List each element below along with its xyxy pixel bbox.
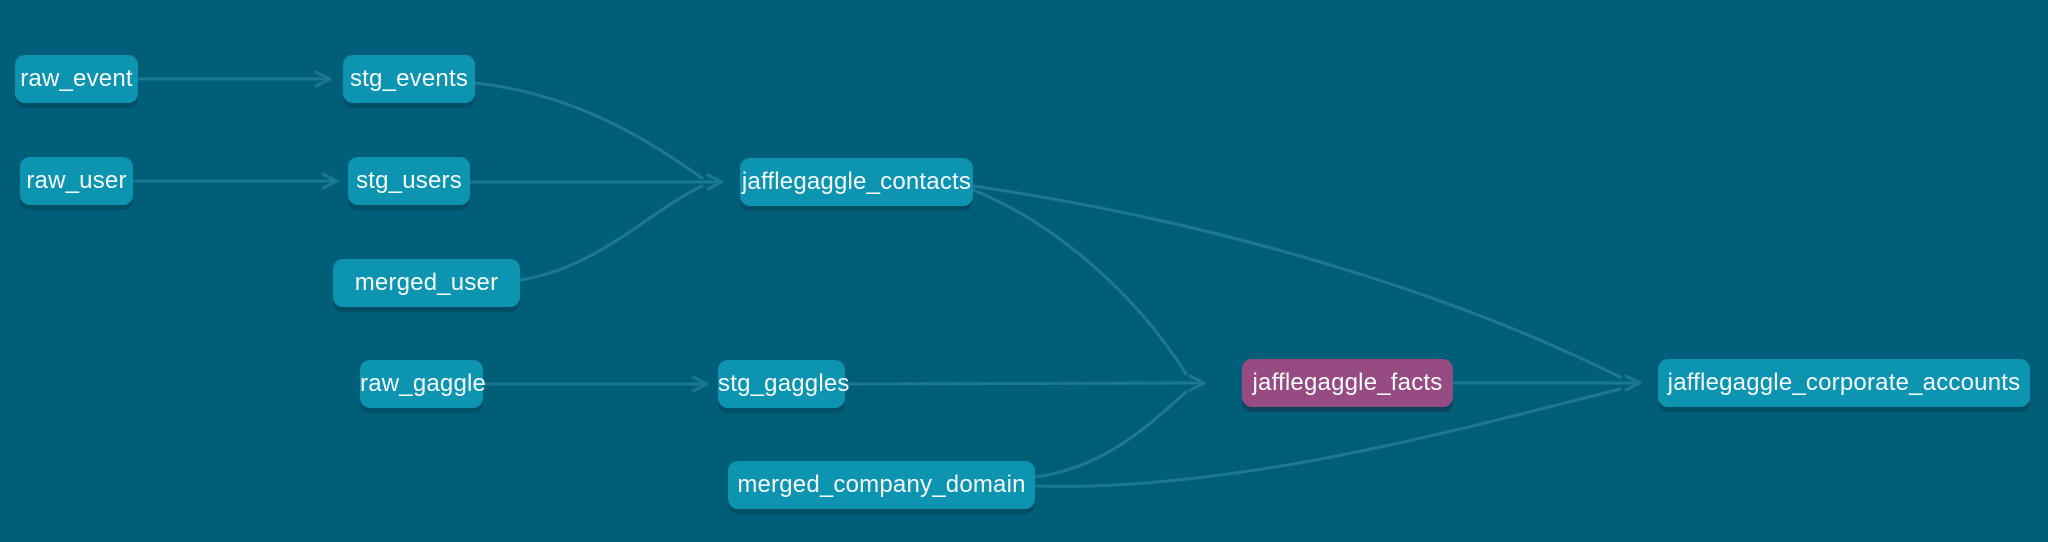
node-jafflegaggle_facts-selected[interactable]: jafflegaggle_facts: [1242, 359, 1453, 407]
node-jafflegaggle_corporate_accounts[interactable]: jafflegaggle_corporate_accounts: [1658, 359, 2030, 407]
node-jafflegaggle_contacts[interactable]: jafflegaggle_contacts: [740, 158, 973, 206]
node-raw_event[interactable]: raw_event: [15, 55, 138, 103]
edge-stg_gaggles-jafflegaggle_facts: [843, 374, 1206, 392]
node-stg_events[interactable]: stg_events: [343, 55, 475, 103]
edge-merged_company_domain-jafflegaggle_facts: [1033, 390, 1188, 479]
node-stg_gaggles[interactable]: stg_gaggles: [718, 360, 849, 408]
edge-merged_user-jafflegaggle_contacts: [518, 184, 704, 282]
edge-jafflegaggle_contacts-jafflegaggle_facts: [971, 188, 1188, 376]
edge-stg_events-jafflegaggle_contacts: [473, 81, 704, 180]
node-merged_user[interactable]: merged_user: [333, 259, 520, 307]
node-merged_company_domain[interactable]: merged_company_domain: [728, 461, 1035, 509]
edge-merged_company_domain-jafflegaggle_corporate_accounts: [1033, 387, 1622, 488]
node-raw_gaggle[interactable]: raw_gaggle: [360, 360, 486, 408]
edge-jafflegaggle_contacts-jafflegaggle_corporate_accounts: [971, 184, 1622, 379]
node-raw_user[interactable]: raw_user: [20, 157, 133, 205]
node-stg_users[interactable]: stg_users: [348, 157, 470, 205]
